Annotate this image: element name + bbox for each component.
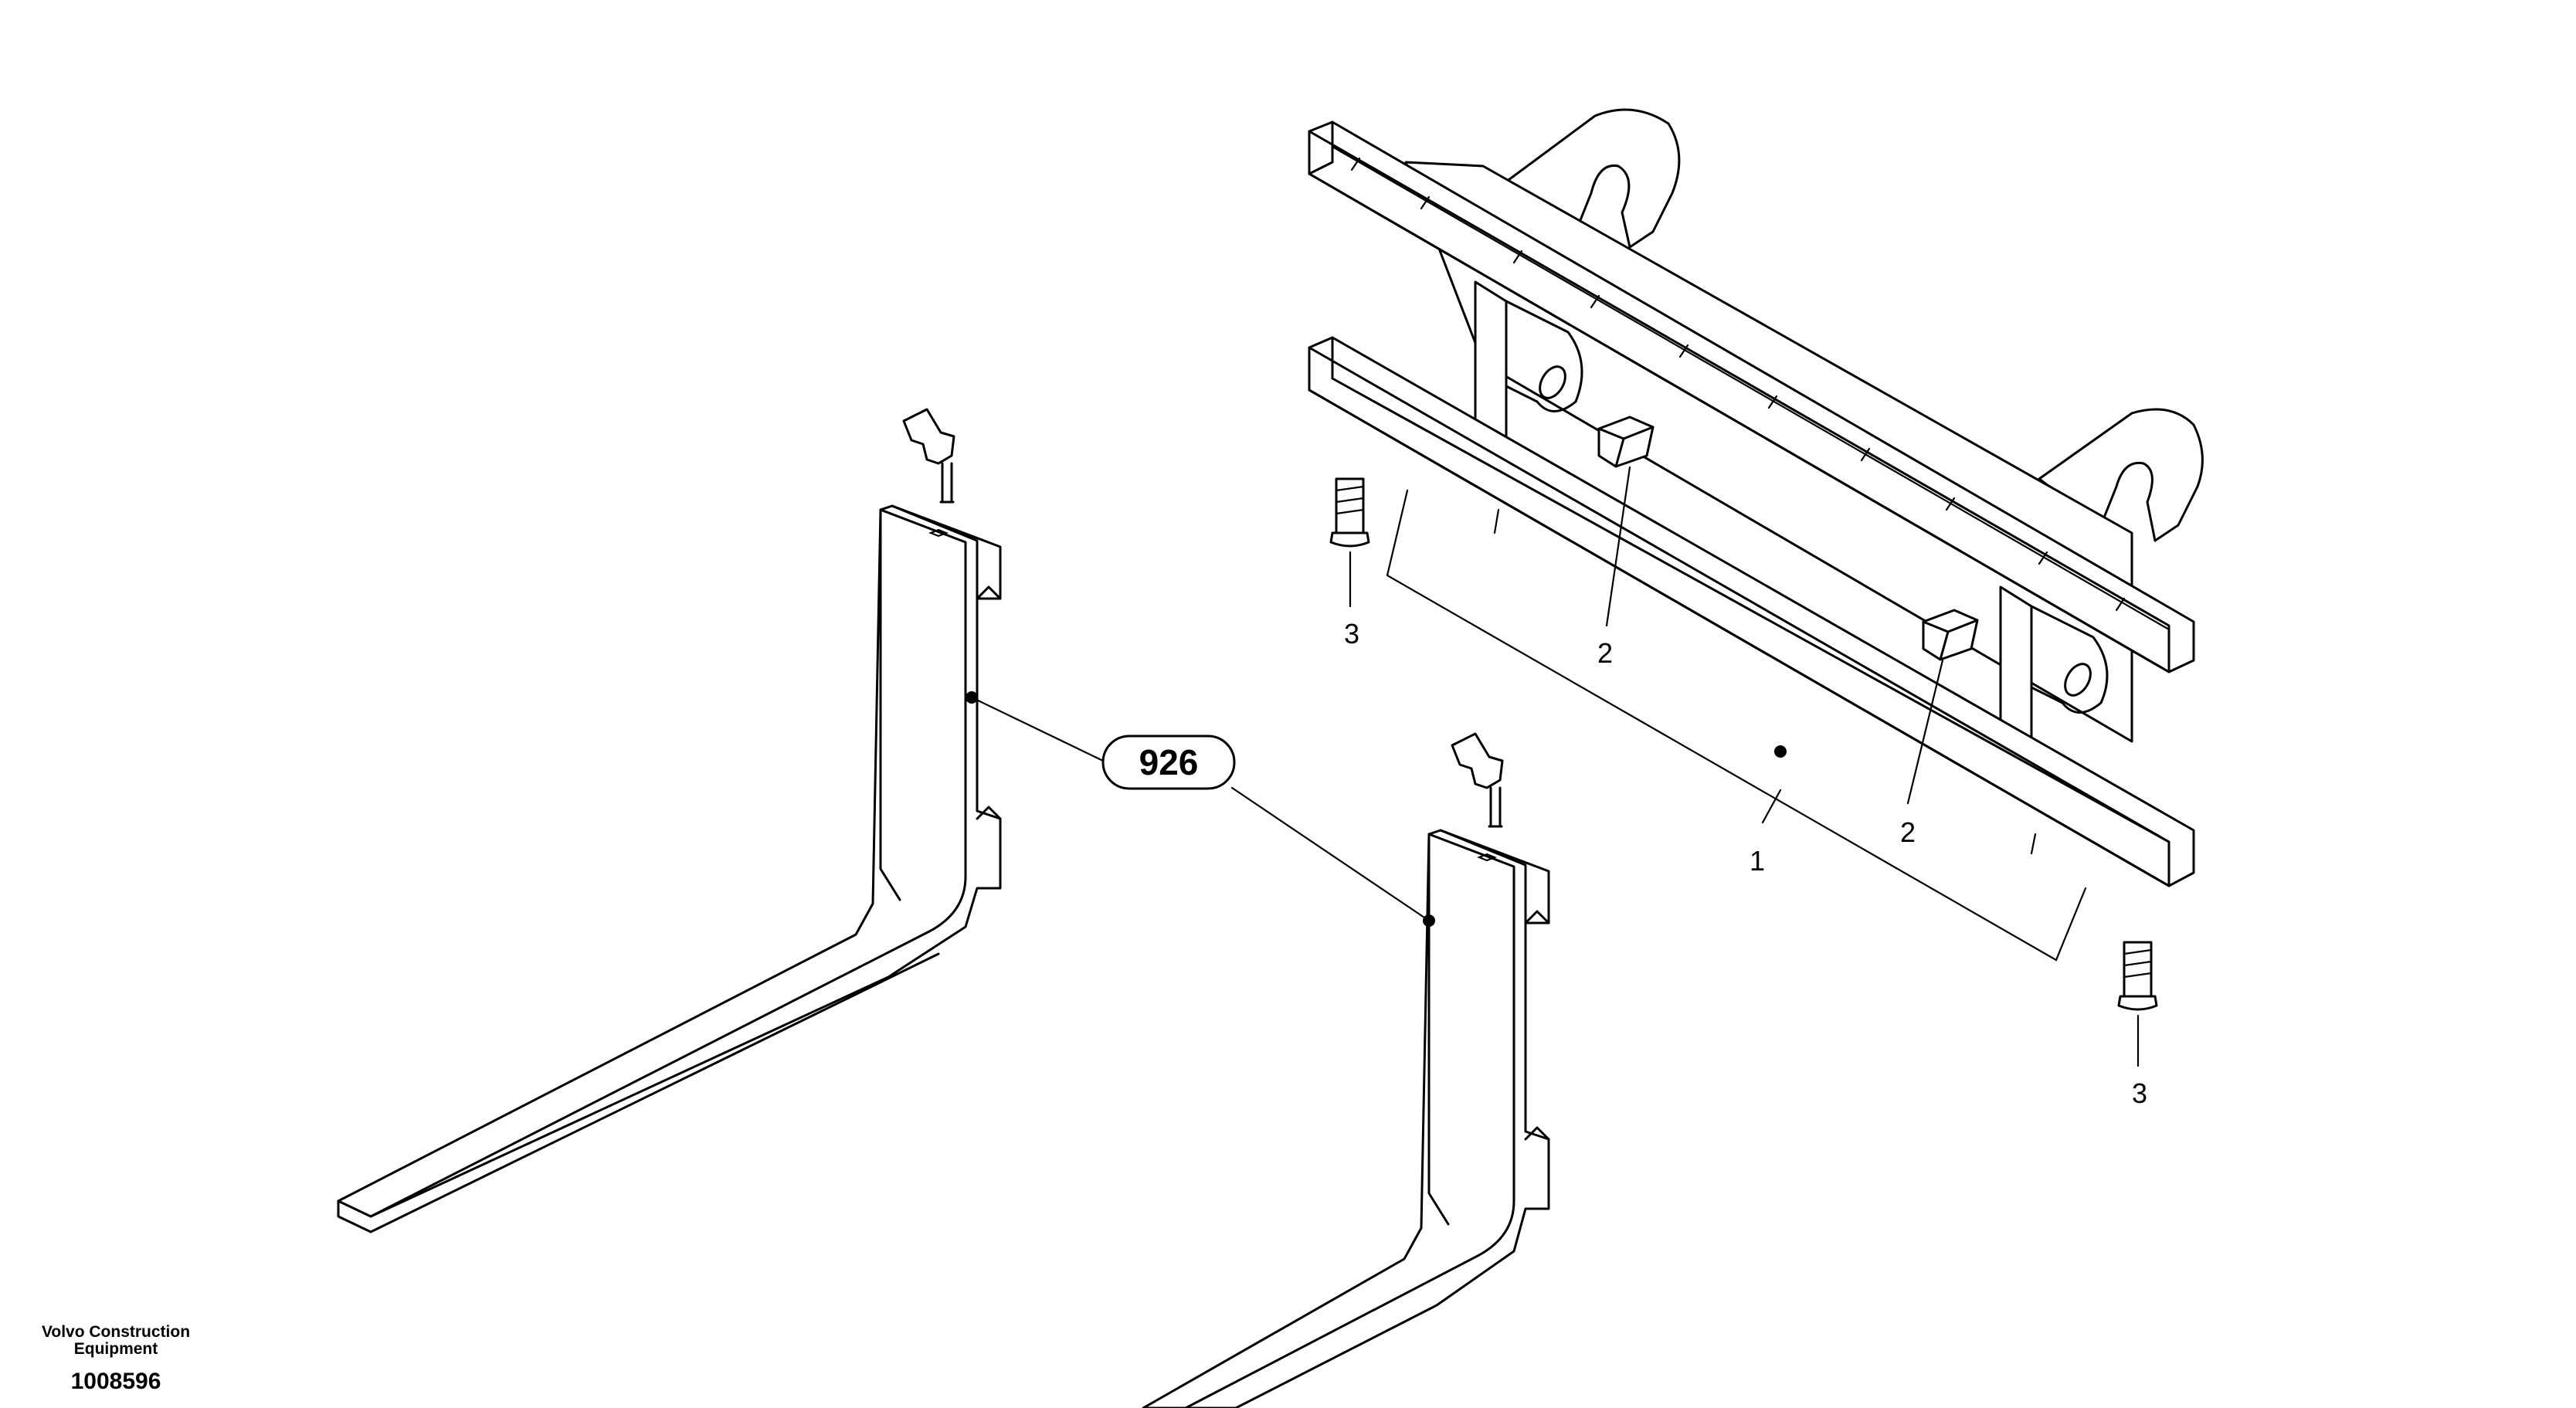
callout-3-right: 3 — [2132, 1077, 2147, 1109]
callout-926: 926 — [1139, 742, 1199, 782]
callout-leaders — [966, 466, 2140, 1067]
callout-1: 1 — [1750, 845, 1765, 877]
carriage-side-plate-left — [1474, 280, 1508, 446]
bolt-right — [2117, 941, 2158, 1011]
leader-dot-fork-left — [966, 691, 978, 704]
callout-2-left: 2 — [1597, 637, 1613, 669]
wear-pad-right — [1922, 609, 1979, 661]
fork-carriage — [1308, 108, 2204, 887]
fork-pin-left — [902, 408, 955, 504]
callout-2-right: 2 — [1900, 816, 1916, 848]
fork-right — [1142, 732, 1550, 1408]
callout-3-left: 3 — [1344, 618, 1359, 650]
fork-pin-right — [1451, 732, 1504, 828]
callout-926-badge: 926 — [1101, 735, 1236, 790]
leader-dot-fork-right — [1423, 914, 1435, 927]
document-number: 1008596 — [70, 1369, 161, 1394]
manufacturer-line-1: Volvo Construction — [41, 1323, 191, 1341]
leader-dot-carriage — [1774, 745, 1787, 758]
fork-left — [337, 408, 1002, 1233]
wear-pad-left — [1597, 416, 1655, 468]
manufacturer-label: Volvo Construction Equipment — [23, 1324, 209, 1358]
manufacturer-line-2: Equipment — [73, 1340, 158, 1358]
bolt-left — [1329, 477, 1370, 548]
